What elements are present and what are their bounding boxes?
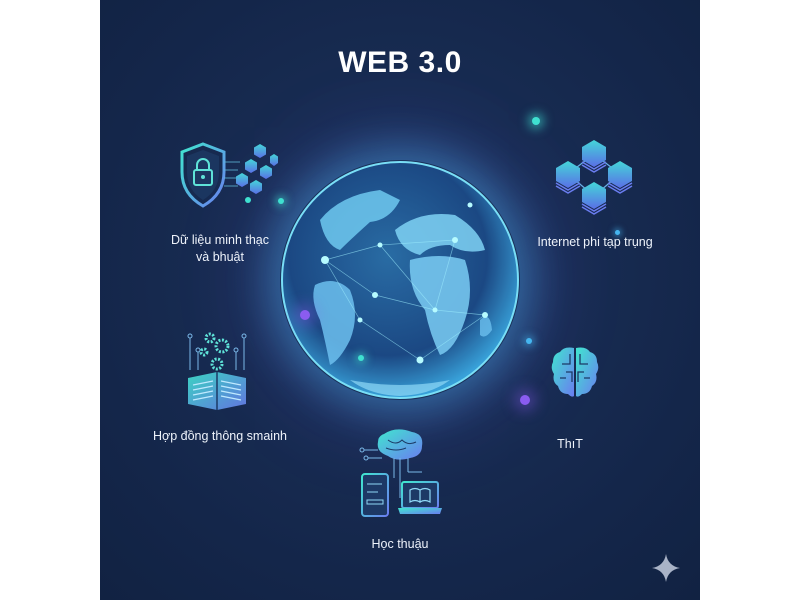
- feature-label: Dữ liệu minh thạc: [171, 233, 269, 247]
- brain-devices-icon: [359, 429, 442, 517]
- glow-dot: [526, 338, 532, 344]
- feature-label: Internet phi tạp trụng: [537, 235, 653, 249]
- sparkle-icon: [652, 554, 680, 582]
- glow-dot: [532, 117, 540, 125]
- feature-smart-contracts: Hợp đồng thông smainh: [140, 428, 300, 445]
- brain-icon: [551, 347, 599, 397]
- infographic-panel: WEB 3.0: [100, 0, 700, 600]
- feature-machine-learning: Học thuậu: [350, 536, 450, 553]
- globe: [280, 160, 520, 400]
- feature-label: Hợp đồng thông smainh: [153, 429, 287, 443]
- hexagon-network-icon: [555, 140, 633, 215]
- globe-network-icon: [281, 161, 519, 399]
- shield-lock-icon: [180, 142, 278, 208]
- book-gears-icon: [187, 332, 247, 410]
- glow-dot: [520, 395, 530, 405]
- glow-dot: [278, 198, 284, 204]
- feature-data-ownership: Dữ liệu minh thạc và bhuật: [140, 232, 300, 266]
- feature-label: Học thuậu: [371, 537, 429, 551]
- feature-decentralized-internet: Internet phi tạp trụng: [520, 234, 670, 251]
- glow-dot: [358, 355, 364, 361]
- feature-label: ThıT: [557, 437, 583, 451]
- feature-ai: ThıT: [520, 436, 620, 453]
- feature-label: và bhuật: [196, 250, 244, 264]
- page-title: WEB 3.0: [338, 46, 462, 79]
- glow-dot: [615, 230, 620, 235]
- glow-dot: [300, 310, 310, 320]
